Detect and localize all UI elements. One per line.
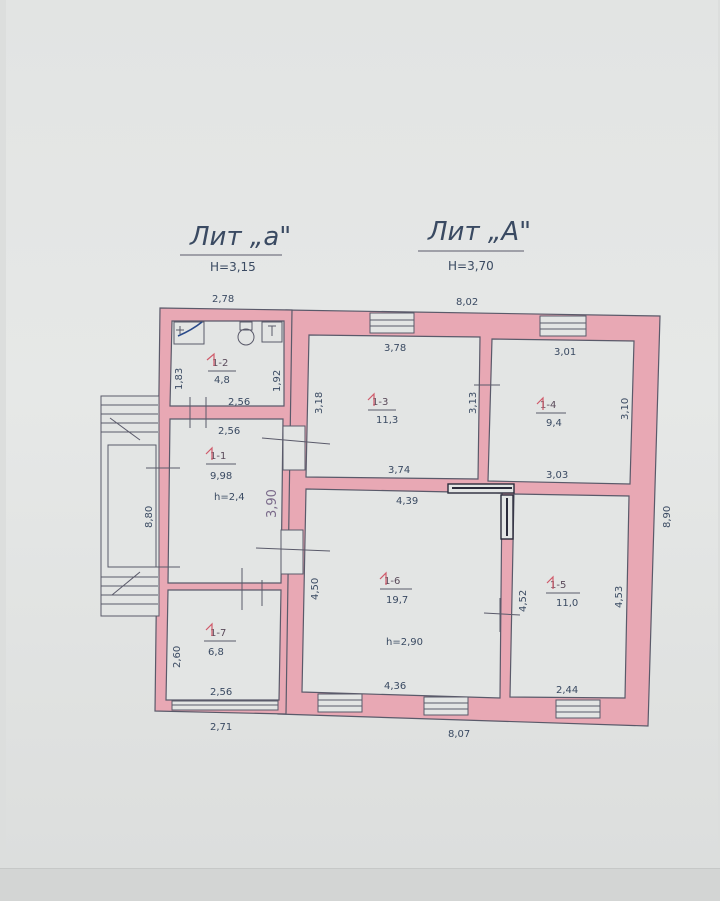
dim-room6-right: 4,52 <box>518 590 529 612</box>
title-lit-small: Лит „а" Н=3,15 <box>180 222 291 274</box>
room-1-3 <box>305 334 481 480</box>
room-1-6 <box>301 488 503 699</box>
room-1-1-label: 1-1 <box>210 451 226 462</box>
dim-room2-width: 2,56 <box>228 397 250 408</box>
dim-room3-top: 3,78 <box>384 343 406 354</box>
title-lit-small-height: Н=3,15 <box>210 260 256 274</box>
room-1-4-label: 1-4 <box>540 400 556 411</box>
room-1-5 <box>509 493 630 699</box>
dim-room7-bottom: 2,56 <box>210 687 232 698</box>
veranda <box>100 395 160 617</box>
dim-room4-top: 3,01 <box>554 347 576 358</box>
dim-room5-bottom: 2,44 <box>556 685 578 696</box>
dim-room6-bottom: 4,36 <box>384 681 406 692</box>
dim-room3-left: 3,18 <box>314 392 325 414</box>
room-1-6-height: h=2,90 <box>386 637 423 648</box>
dim-room1-width: 2,56 <box>218 426 240 437</box>
dim-total-height: 8,90 <box>662 506 673 528</box>
room-1-6-area: 19,7 <box>386 595 408 606</box>
dim-room3-right: 3,13 <box>468 392 479 414</box>
red-marks <box>205 352 554 636</box>
room-1-5-area: 11,0 <box>556 598 578 609</box>
dim-veranda-height: 8,80 <box>144 506 155 528</box>
dim-bottom-left: 2,71 <box>210 722 232 733</box>
room-1-7-area: 6,8 <box>208 647 224 658</box>
room-1-4 <box>487 338 635 485</box>
room-1-5-label: 1-5 <box>550 580 566 591</box>
room-1-1-height: h=2,4 <box>214 492 245 503</box>
title-lit-big-text: Лит „А" <box>427 217 531 247</box>
room-1-1 <box>167 418 284 584</box>
bathroom-fixtures <box>173 321 283 346</box>
dim-room6-top: 4,39 <box>396 496 418 507</box>
dim-room2-right: 1,92 <box>272 370 283 392</box>
windows <box>171 312 601 719</box>
dim-top-left: 2,78 <box>212 294 234 305</box>
room-1-3-area: 11,3 <box>376 415 398 426</box>
dim-room4-right: 3,10 <box>620 398 631 420</box>
dim-top-right: 8,02 <box>456 297 478 308</box>
dim-room3-bottom: 3,74 <box>388 465 410 476</box>
dim-room7-left: 2,60 <box>172 646 183 668</box>
room-1-1-area: 9,98 <box>210 471 232 482</box>
title-lit-big-height: Н=3,70 <box>448 259 494 273</box>
dim-room4-bottom: 3,03 <box>546 470 568 481</box>
door-marks <box>146 384 521 632</box>
room-1-7-label: 1-7 <box>210 628 226 639</box>
dim-room5-right: 4,53 <box>614 586 625 608</box>
title-lit-small-text: Лит „а" <box>189 222 291 252</box>
title-lit-big: Лит „А" Н=3,70 <box>418 217 531 273</box>
room-1-2-label: 1-2 <box>212 358 228 369</box>
room-1-2 <box>169 320 285 407</box>
room-1-3-label: 1-3 <box>372 397 388 408</box>
dimension-labels: 2,78 8,02 2,56 2,56 1,83 1,92 3,78 3,74 … <box>144 294 673 740</box>
table-edge <box>0 868 720 901</box>
room-labels: 1-2 4,8 1-1 9,98 1-7 6,8 1-3 11,3 1-4 9,… <box>204 358 580 658</box>
room-1-6-label: 1-6 <box>384 576 400 587</box>
room-1-7 <box>165 589 282 701</box>
room-1-4-area: 9,4 <box>546 418 562 429</box>
dim-bottom-right: 8,07 <box>448 729 470 740</box>
room-1-2-area: 4,8 <box>214 375 230 386</box>
room-1-1-handwritten-note: 3,90 <box>265 489 280 518</box>
dim-room2-left: 1,83 <box>174 368 185 390</box>
dim-room6-left: 4,50 <box>310 578 321 600</box>
